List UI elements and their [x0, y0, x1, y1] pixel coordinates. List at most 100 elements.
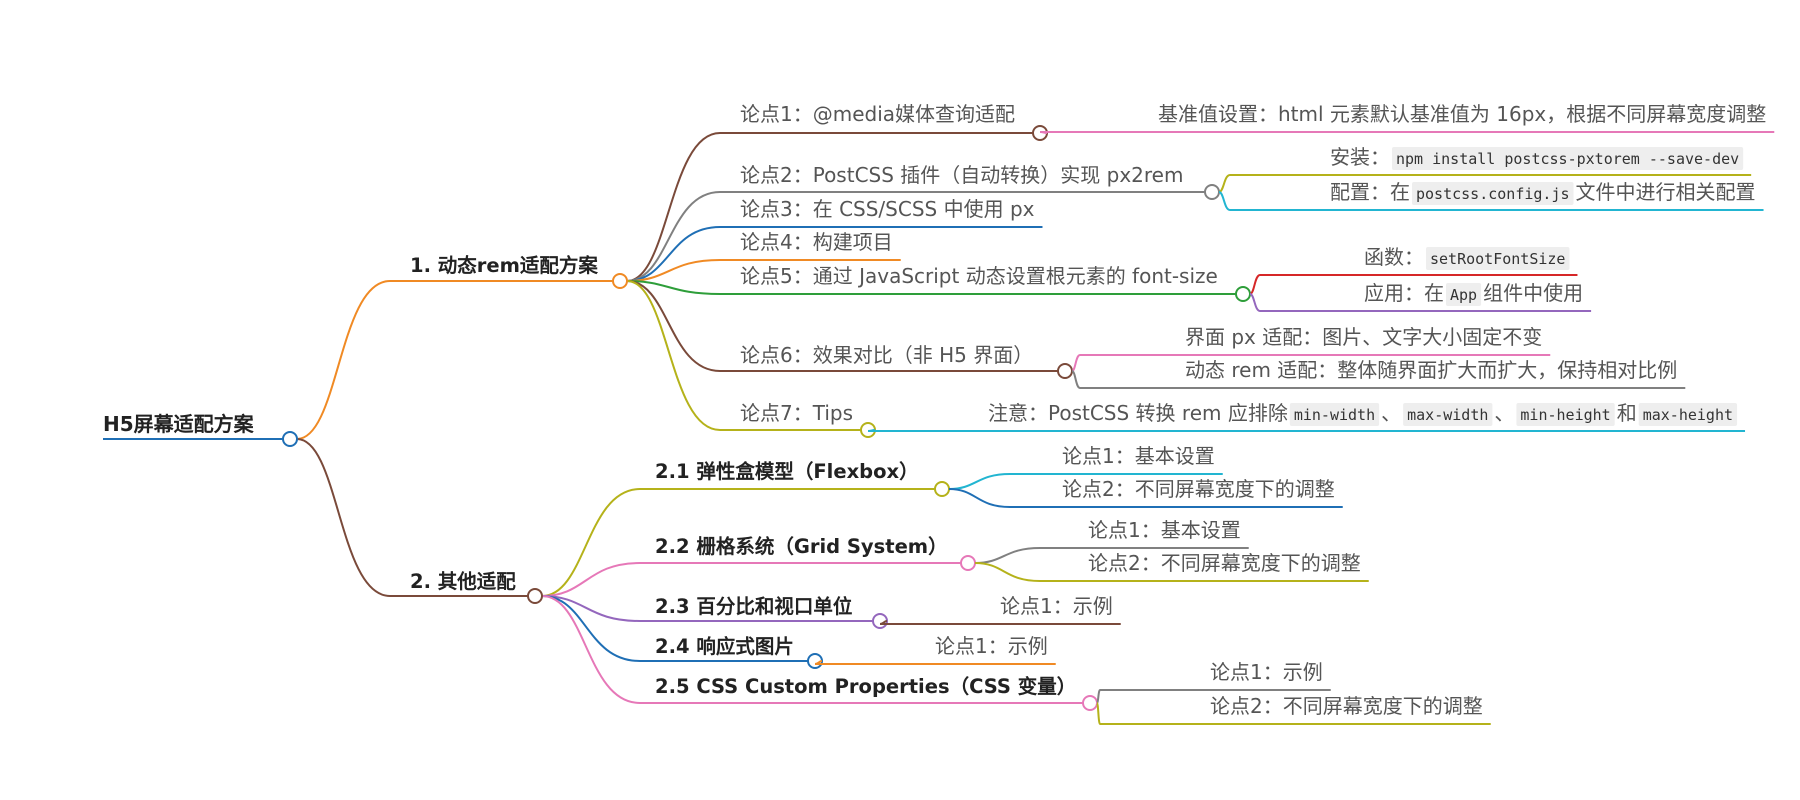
- code-background: [1403, 403, 1493, 426]
- label-text: 论点2：PostCSS 插件（自动转换）实现 px2rem: [740, 163, 1183, 187]
- point-1-7-label: 论点7：Tips: [740, 401, 853, 425]
- label-text: 函数：: [1364, 245, 1424, 269]
- code-background: [1446, 283, 1482, 306]
- edge-1-1: [626, 132, 721, 282]
- point-1-6-label: 论点6：效果对比（非 H5 界面）: [740, 343, 1033, 367]
- subtopic-2-1-label: 2.1 弹性盒模型（Flexbox）: [655, 460, 919, 483]
- root-toggle[interactable]: [282, 431, 298, 447]
- label-text: 、: [1494, 401, 1514, 425]
- code-background: [1412, 182, 1574, 205]
- label-text: 论点1：示例: [1000, 594, 1113, 618]
- detail-1-6-2-label: 动态 rem 适配：整体随界面扩大而扩大，保持相对比例: [1185, 358, 1677, 382]
- label-text: 论点3：在 CSS/SCSS 中使用 px: [740, 197, 1035, 221]
- point-1-2-label: 论点2：PostCSS 插件（自动转换）实现 px2rem: [740, 163, 1183, 187]
- detail-1-2-2-label: 配置：在 postcss.config.js 文件中进行相关配置: [1330, 180, 1756, 205]
- code-background: [1289, 403, 1380, 426]
- point-1-5-label: 论点5：通过 JavaScript 动态设置根元素的 font-size: [740, 264, 1218, 288]
- edge-1-7: [626, 280, 721, 431]
- edge-2-2-2: [974, 562, 1041, 582]
- label-text: 配置：在: [1330, 180, 1410, 204]
- edge-1-6-1: [1071, 354, 1081, 372]
- branch-2-label: 2. 其他适配: [410, 570, 516, 593]
- edge-1-5: [626, 280, 721, 295]
- label-text: 组件中使用: [1483, 281, 1583, 305]
- detail-2-2-2-label: 论点2：不同屏幕宽度下的调整: [1088, 551, 1361, 575]
- label-text: 论点1：@media媒体查询适配: [740, 102, 1015, 126]
- root-node-label: H5屏幕适配方案: [103, 412, 255, 436]
- detail-1-2-1-label: 安装：npm install postcss-pxtorem --save-de…: [1330, 145, 1744, 170]
- edge-2-2-1: [974, 547, 1041, 564]
- detail-2-4-1-label: 论点1：示例: [935, 634, 1048, 658]
- point-1-3-label: 论点3：在 CSS/SCSS 中使用 px: [740, 197, 1035, 221]
- collapse-toggle-2-1[interactable]: [934, 481, 950, 497]
- subtopic-2-5-label: 2.5 CSS Custom Properties（CSS 变量）: [655, 675, 1076, 698]
- detail-2-1-1-label: 论点1：基本设置: [1062, 444, 1215, 468]
- label-text: 论点1：基本设置: [1062, 444, 1215, 468]
- label-text: 论点2：不同屏幕宽度下的调整: [1062, 477, 1335, 501]
- code-text: max-width: [1407, 406, 1488, 424]
- detail-2-3-1-label: 论点1：示例: [1000, 594, 1113, 618]
- edge-2-1: [541, 488, 641, 597]
- label-text: 论点1：示例: [1210, 660, 1323, 684]
- edge-1-3: [626, 226, 721, 282]
- edge-1-5-1: [1249, 274, 1261, 295]
- edge-1-5-2: [1249, 293, 1261, 312]
- label-text: 论点2：不同屏幕宽度下的调整: [1210, 694, 1483, 718]
- label-text: 注意：PostCSS 转换 rem 应排除: [988, 401, 1288, 425]
- code-background: [1426, 247, 1570, 270]
- code-background: [1392, 147, 1744, 170]
- label-text: 动态 rem 适配：整体随界面扩大而扩大，保持相对比例: [1185, 358, 1677, 382]
- label-text: 论点6：效果对比（非 H5 界面）: [740, 343, 1033, 367]
- collapse-toggle-2-5[interactable]: [1082, 695, 1098, 711]
- edge-2-4: [541, 595, 641, 662]
- point-1-4-label: 论点4：构建项目: [740, 230, 893, 254]
- edge-2-3: [541, 595, 641, 622]
- code-text: setRootFontSize: [1430, 250, 1565, 268]
- edge-1-6-2: [1071, 370, 1081, 389]
- branch-1-label: 1. 动态rem适配方案: [410, 254, 598, 277]
- collapse-toggle-1-2[interactable]: [1204, 184, 1220, 200]
- branch-2-toggle[interactable]: [527, 588, 543, 604]
- detail-1-7-1-label: 注意：PostCSS 转换 rem 应排除 min-width 、 max-width…: [988, 401, 1738, 426]
- point-1-1-label: 论点1：@media媒体查询适配: [740, 102, 1015, 126]
- detail-1-1-1-label: 基准值设置：html 元素默认基准值为 16px，根据不同屏幕宽度调整: [1158, 102, 1766, 126]
- label-text: 界面 px 适配：图片、文字大小固定不变: [1185, 325, 1542, 349]
- collapse-toggle-1-5[interactable]: [1235, 286, 1251, 302]
- code-text: postcss.config.js: [1416, 185, 1570, 203]
- label-text: 、: [1381, 401, 1401, 425]
- edge-1-4: [626, 259, 721, 282]
- label-text: 和: [1617, 401, 1637, 425]
- label-text: 论点4：构建项目: [740, 230, 893, 254]
- collapse-toggle-2-2[interactable]: [960, 555, 976, 571]
- label-text: 论点1：基本设置: [1088, 518, 1241, 542]
- label-text: 安装：: [1330, 145, 1390, 169]
- edge-2-5-2: [1096, 702, 1101, 725]
- edge-2-1-2: [948, 488, 1011, 508]
- subtopic-2-3-label: 2.3 百分比和视口单位: [655, 595, 852, 618]
- code-background: [1516, 403, 1615, 426]
- label-text: 文件中进行相关配置: [1576, 180, 1756, 204]
- label-text: 论点1：示例: [935, 634, 1048, 658]
- edge-1-2: [626, 191, 721, 282]
- code-text: max-height: [1643, 406, 1733, 424]
- edge-2-1-1: [948, 473, 1011, 490]
- code-text: min-width: [1294, 406, 1375, 424]
- detail-2-1-2-label: 论点2：不同屏幕宽度下的调整: [1062, 477, 1335, 501]
- detail-2-5-1-label: 论点1：示例: [1210, 660, 1323, 684]
- edge-1-2-2: [1218, 191, 1231, 211]
- code-text: App: [1450, 286, 1477, 304]
- edge-2-2: [541, 562, 641, 597]
- collapse-toggle-1-6[interactable]: [1057, 363, 1073, 379]
- label-text: 论点7：Tips: [740, 401, 853, 425]
- edge-1-6: [626, 280, 721, 372]
- edge-root-branch-2: [296, 438, 391, 597]
- detail-1-5-1-label: 函数： setRootFontSize: [1364, 245, 1570, 270]
- detail-1-6-1-label: 界面 px 适配：图片、文字大小固定不变: [1185, 325, 1542, 349]
- branch-1-toggle[interactable]: [612, 273, 628, 289]
- detail-2-5-2-label: 论点2：不同屏幕宽度下的调整: [1210, 694, 1483, 718]
- edge-root-branch-1: [296, 280, 391, 440]
- detail-2-2-1-label: 论点1：基本设置: [1088, 518, 1241, 542]
- edge-1-2-1: [1218, 174, 1231, 193]
